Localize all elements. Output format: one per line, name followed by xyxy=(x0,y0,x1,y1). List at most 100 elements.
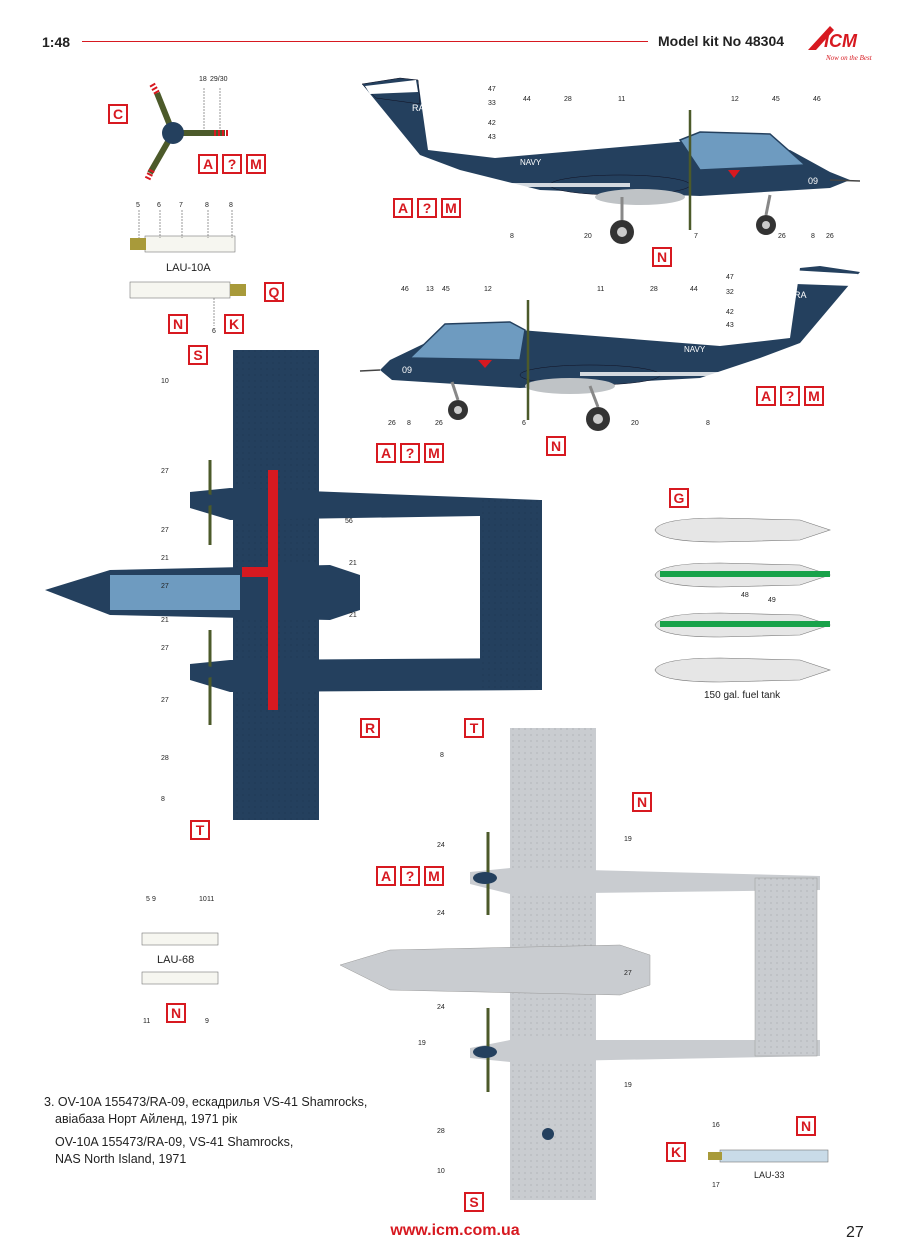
callout-number: 28 xyxy=(564,96,572,103)
lau33-label: LAU-33 xyxy=(754,1170,785,1180)
callout-number: 11 xyxy=(207,896,215,903)
callout-number: 47 xyxy=(488,86,496,93)
callout-number: 11 xyxy=(618,96,626,103)
callout-number: 8 xyxy=(510,233,514,240)
callout-number: 28 xyxy=(161,755,169,762)
lau68-label: LAU-68 xyxy=(157,954,195,966)
marker-a: A xyxy=(376,866,396,886)
callout-number: 27 xyxy=(161,583,169,590)
fuel-tank-2 xyxy=(654,562,831,588)
marker-a: A xyxy=(756,386,776,406)
serial-2: 5473 xyxy=(762,322,782,332)
marker-q: ? xyxy=(780,386,800,406)
callout-number: 21 xyxy=(161,617,169,624)
caption-ua-line2: авіабаза Норт Айленд, 1971 рік xyxy=(55,1112,238,1126)
callout-number: 5 xyxy=(146,896,150,903)
callout-number: 9 xyxy=(152,896,156,903)
side-view-left xyxy=(359,266,860,431)
marker-r: R xyxy=(360,718,380,738)
callout-number: 47 xyxy=(726,274,734,281)
callout-number: 21 xyxy=(161,555,169,562)
marker-q: ? xyxy=(222,154,242,174)
fuel-tank-3 xyxy=(654,612,831,638)
page-number: 27 xyxy=(846,1224,864,1241)
callout-number: 27 xyxy=(624,970,632,977)
callout-number: 10 xyxy=(199,896,207,903)
callout-number: 24 xyxy=(437,842,445,849)
marker-n: N xyxy=(652,247,672,267)
callout-number: 27 xyxy=(161,527,169,534)
callout-number: 6 xyxy=(212,328,216,335)
tail-code-1: RA xyxy=(412,103,425,113)
icm-logo: ICM Now on the Best xyxy=(800,20,880,69)
marker-a: A xyxy=(198,154,218,174)
callout-number: 27 xyxy=(161,697,169,704)
marker-n: N xyxy=(796,1116,816,1136)
marker-m: M xyxy=(424,866,444,886)
callout-number: 42 xyxy=(726,309,734,316)
callout-number: 26 xyxy=(778,233,786,240)
svg-text:ICM: ICM xyxy=(824,31,858,51)
lau10a-pod-2 xyxy=(129,281,246,326)
marker-c: C xyxy=(108,104,128,124)
callout-number: 42 xyxy=(488,120,496,127)
callout-number: 8 xyxy=(161,796,165,803)
propeller-detail xyxy=(144,82,228,182)
bottom-view xyxy=(339,728,820,1200)
callout-number: 7 xyxy=(179,202,183,209)
callout-number: 24 xyxy=(437,910,445,917)
callout-number: 8 xyxy=(229,202,233,209)
lau33-pod xyxy=(708,1149,829,1163)
callout-number: 56 xyxy=(345,518,353,525)
nose-num-1: 09 xyxy=(808,176,818,186)
marker-s: S xyxy=(464,1192,484,1212)
navy-text-2: NAVY xyxy=(684,345,706,354)
navy-text-1: NAVY xyxy=(520,158,542,167)
callout-number: 45 xyxy=(772,96,780,103)
caption-en-line2: NAS North Island, 1971 xyxy=(55,1152,187,1166)
nose-num-2: 09 xyxy=(402,365,412,375)
marker-k: K xyxy=(224,314,244,334)
fuel-tank-1 xyxy=(654,517,831,543)
marker-m: M xyxy=(424,443,444,463)
callout-number: 28 xyxy=(650,286,658,293)
callout-number: 21 xyxy=(349,612,357,619)
fuel-tank-4 xyxy=(654,657,831,683)
caption-en-line1: OV-10A 155473/RA-09, VS-41 Shamrocks, xyxy=(55,1135,294,1149)
marker-a: A xyxy=(393,198,413,218)
callout-number: 44 xyxy=(690,286,698,293)
callout-number: 10 xyxy=(161,378,169,385)
callout-number: 27 xyxy=(161,645,169,652)
serial-1: 5473 xyxy=(438,135,458,145)
callout-number: 45 xyxy=(442,286,450,293)
kit-number: Model kit No 48304 xyxy=(658,33,785,49)
top-view xyxy=(45,350,542,820)
callout-number: 19 xyxy=(624,836,632,843)
lau10a-label: LAU-10A xyxy=(166,262,211,274)
callout-number: 17 xyxy=(712,1182,720,1189)
callout-number: 46 xyxy=(813,96,821,103)
marker-m: M xyxy=(441,198,461,218)
header-rule xyxy=(82,41,648,42)
callout-number: 33 xyxy=(488,100,496,107)
callout-number: 26 xyxy=(435,420,443,427)
marker-s: S xyxy=(188,345,208,365)
side-view-right xyxy=(361,77,861,244)
marker-q-letter: Q xyxy=(264,282,284,302)
callout-number: 26 xyxy=(826,233,834,240)
marker-n: N xyxy=(632,792,652,812)
callout-number: 32 xyxy=(726,289,734,296)
marker-k: K xyxy=(666,1142,686,1162)
marker-g: G xyxy=(669,488,689,508)
caption-ua: 3. OV-10A 155473/RA-09, ескадрилья VS-41… xyxy=(44,1094,367,1128)
callout-number: 6 xyxy=(157,202,161,209)
callout-number: 43 xyxy=(726,322,734,329)
marker-n: N xyxy=(546,436,566,456)
callout-number: 6 xyxy=(522,420,526,427)
callout-number: 44 xyxy=(523,96,531,103)
caption-ua-line1: 3. OV-10A 155473/RA-09, ескадрилья VS-41… xyxy=(44,1095,368,1109)
callout-number: 46 xyxy=(401,286,409,293)
callout-number: 8 xyxy=(407,420,411,427)
callout-number: 11 xyxy=(143,1018,151,1025)
